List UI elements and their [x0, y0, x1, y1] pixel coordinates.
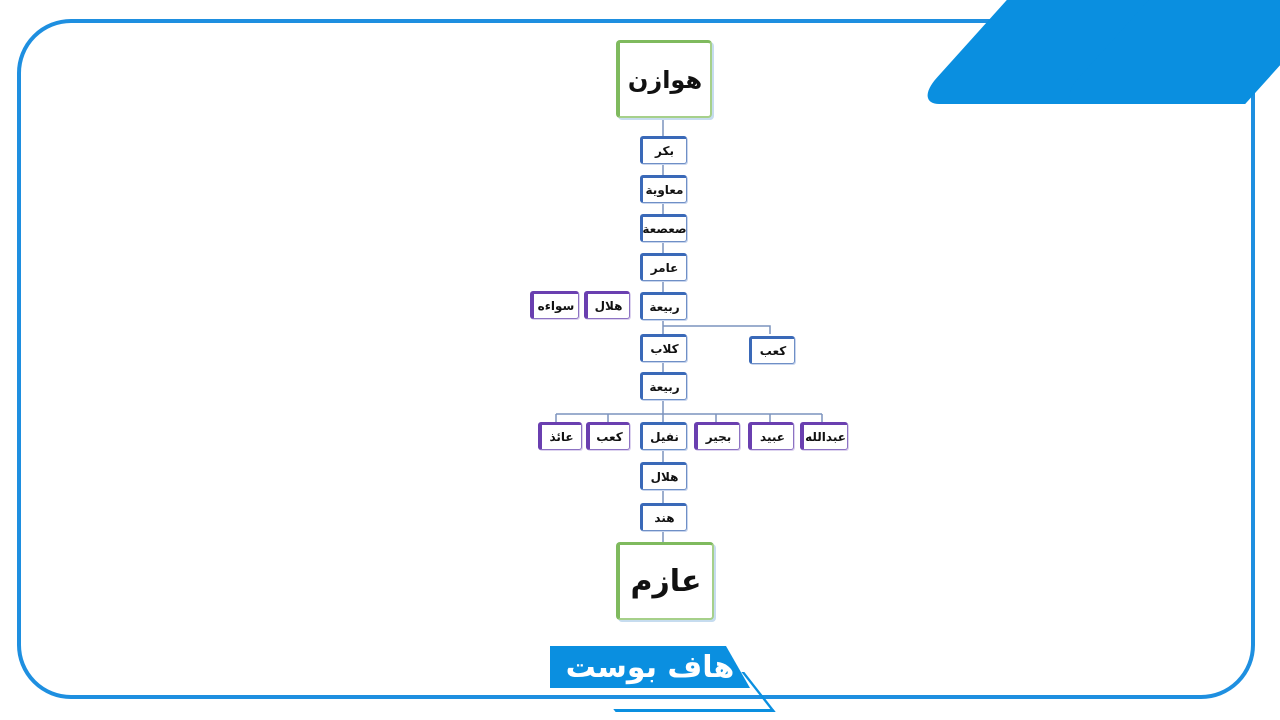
node-hind: هند [640, 503, 687, 531]
node-kilab: كلاب [640, 334, 687, 362]
node-rabia-2: ربيعة [640, 372, 687, 400]
node-aidh: عائذ [538, 422, 582, 450]
node-bujayr: بجير [694, 422, 740, 450]
node-muawiya: معاوية [640, 175, 687, 203]
node-abdullah: عبدالله [800, 422, 848, 450]
node-sawaa: سواءه [530, 291, 579, 319]
node-saasaa: صعصعة [640, 214, 687, 242]
node-nufayl: نفيل [640, 422, 687, 450]
node-kaab-child: كعب [586, 422, 630, 450]
node-bakr: بكر [640, 136, 687, 164]
node-kaab-right: كعب [749, 336, 795, 364]
node-rabia: ربيعة [640, 292, 687, 320]
page-frame [17, 19, 1255, 699]
node-ubayd: عبيد [748, 422, 794, 450]
branch-line-kaab [663, 325, 771, 334]
brand-logo: هاف بوست [550, 646, 750, 688]
bottom-node-azim: عازم [616, 542, 714, 620]
node-hilal-sibling: هلال [584, 291, 630, 319]
root-node-hawazin: هوازن [616, 40, 712, 118]
node-amir: عامر [640, 253, 687, 281]
node-hilal: هلال [640, 462, 687, 490]
